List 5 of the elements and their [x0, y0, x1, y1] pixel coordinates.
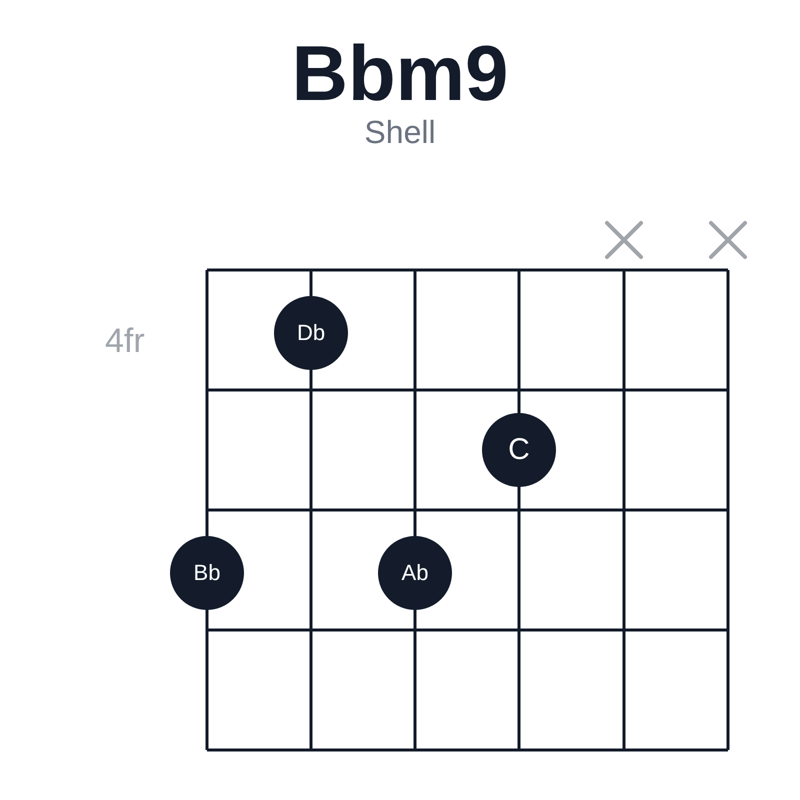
finger-dot: C: [482, 413, 556, 487]
fret-number: 4fr: [105, 322, 145, 361]
finger-dot: Ab: [378, 536, 452, 610]
finger-dot: Bb: [170, 536, 244, 610]
finger-dot: Db: [274, 296, 348, 370]
